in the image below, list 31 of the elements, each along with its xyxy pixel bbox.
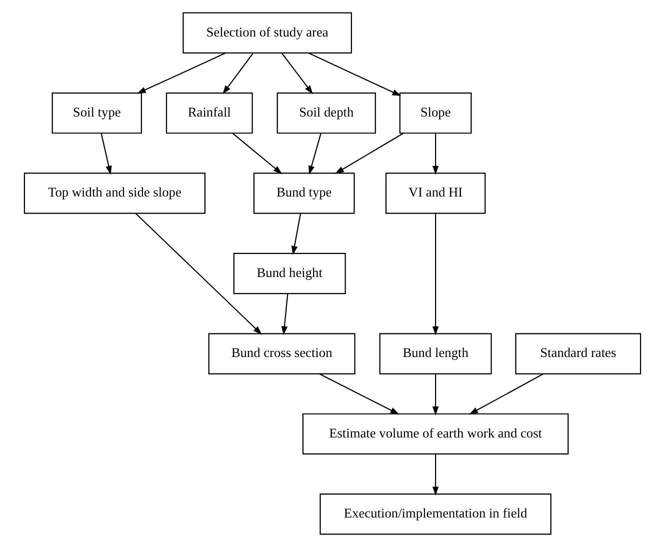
node-box: VI and HI xyxy=(385,172,486,214)
node-box: Bund type xyxy=(253,172,355,214)
arrow xyxy=(222,52,254,94)
node-box: Estimate volume of earth work and cost xyxy=(302,413,569,455)
node-box: Execution/implementation in field xyxy=(320,494,552,535)
arrow xyxy=(432,374,439,416)
arrow xyxy=(281,294,288,336)
arrow xyxy=(432,214,439,336)
arrow xyxy=(232,133,282,174)
arrow xyxy=(469,373,544,414)
arrow xyxy=(281,52,313,94)
node-box: Top width and side slope xyxy=(24,172,206,214)
arrow xyxy=(432,454,439,496)
node-box: Slope xyxy=(399,92,472,134)
node-box: Soil depth xyxy=(276,92,376,134)
arrow xyxy=(308,52,402,96)
arrow xyxy=(319,373,400,414)
node-box: Selection of study area xyxy=(182,12,352,54)
arrow xyxy=(100,133,112,175)
arrow xyxy=(432,133,439,175)
arrow xyxy=(291,214,302,255)
node-box: Bund cross section xyxy=(208,333,356,374)
node-box: Bund height xyxy=(233,252,346,294)
node-box: Bund length xyxy=(379,333,492,374)
node-box: Soil type xyxy=(52,92,142,134)
arrow xyxy=(334,132,404,174)
arrow xyxy=(136,52,226,94)
arrow xyxy=(308,133,322,175)
node-box: Rainfall xyxy=(166,92,253,134)
arrow xyxy=(135,213,262,335)
node-box: Standard rates xyxy=(515,333,642,374)
